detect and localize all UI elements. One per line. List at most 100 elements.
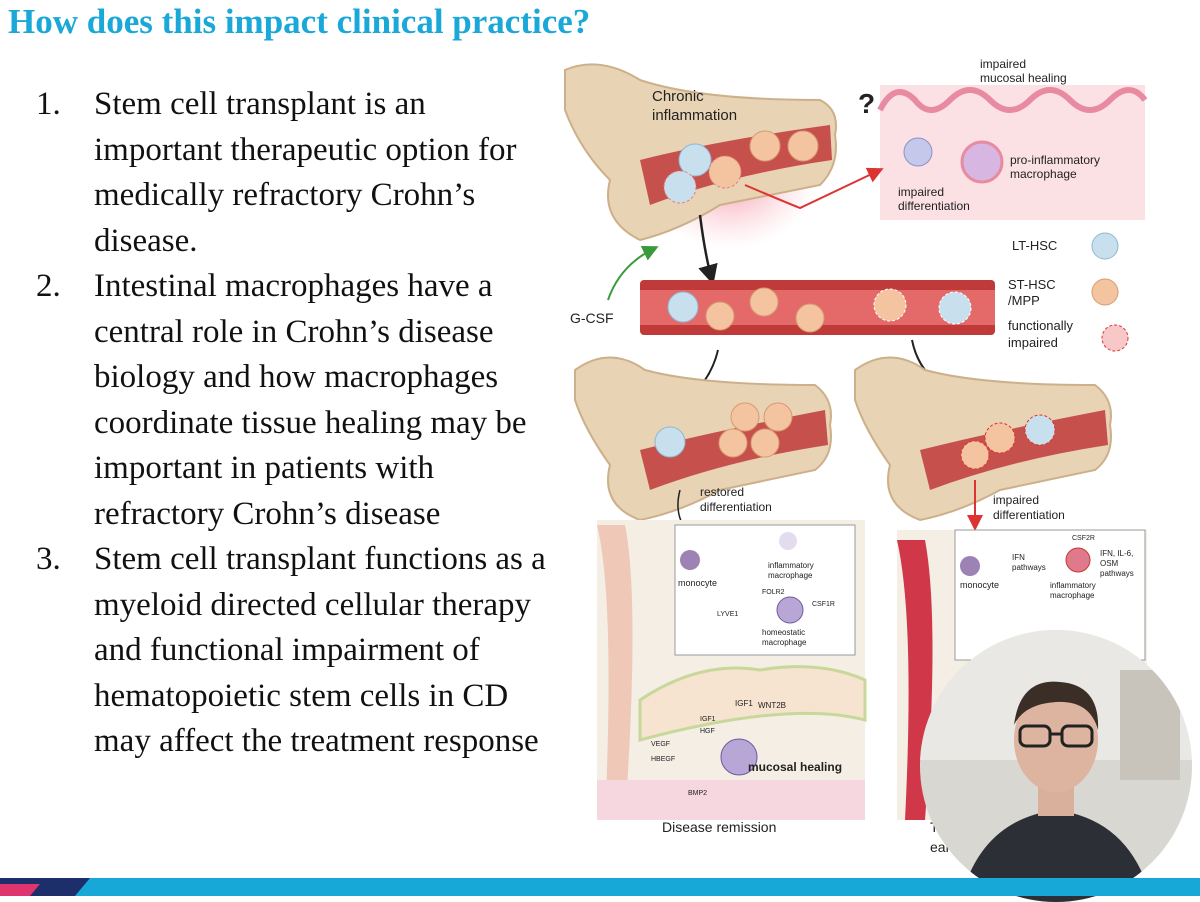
legend-lthsc-swatch — [1091, 232, 1119, 260]
monocyte-cell — [960, 556, 980, 576]
st-hsc-cell — [730, 402, 760, 432]
st-hsc-cell — [749, 287, 779, 317]
homeostatic-macrophage-label: macrophage — [762, 638, 807, 647]
bone-marrow-vessel — [920, 410, 1108, 490]
mucosal-healing-text: mucosal healing — [748, 760, 842, 774]
remission-intestine-panel: monocyte inflammatory macrophage FOLR2 C… — [597, 520, 867, 835]
monocyte-label: monocyte — [678, 578, 717, 588]
impaired-mucosa-panel: impaired mucosal healing pro-inflammator… — [877, 57, 1148, 220]
healing-macrophage-cell — [720, 738, 758, 776]
osm-pathways-label: pathways — [1100, 569, 1134, 578]
point-number: 3. — [36, 541, 61, 577]
healthy-bone — [574, 356, 832, 522]
st-hsc-cell — [718, 428, 748, 458]
impaired-diff-label: impaired — [898, 185, 944, 199]
legend-mpp-label: /MPP — [1008, 293, 1040, 308]
hbegf-label: HBEGF — [651, 756, 675, 763]
ifn-label: IFN — [1012, 553, 1025, 562]
arrow-to-blood — [698, 214, 718, 285]
disease-remission-label: Disease remission — [662, 819, 776, 835]
pro-inflammatory-macrophage — [960, 140, 1004, 184]
bmp2-label: BMP2 — [688, 790, 707, 797]
lt-hsc-cell — [654, 426, 686, 458]
footer-bar — [0, 878, 1200, 896]
differentiation-label: differentiation — [898, 199, 970, 213]
impaired-st-hsc-cell — [984, 422, 1016, 454]
impaired-st-hsc-cell — [708, 155, 742, 189]
restored-differentiation-label: differentiation — [700, 500, 772, 514]
point-text: Stem cell transplant functions as a myel… — [94, 541, 546, 759]
impaired-lt-hsc-cell — [1024, 414, 1056, 446]
inflammatory-macrophage-cell — [1065, 547, 1091, 573]
st-hsc-cell — [705, 301, 735, 331]
point-text: Intestinal macrophages have a central ro… — [94, 268, 527, 532]
presenter-video — [920, 630, 1192, 902]
submucosa — [597, 780, 865, 820]
monocyte-label-2: monocyte — [960, 580, 999, 590]
presenter-image — [920, 630, 1192, 902]
legend-functionally-label: functionally — [1008, 318, 1074, 333]
legend-sthsc-label: ST-HSC — [1008, 277, 1056, 292]
point-number: 2. — [36, 268, 61, 304]
impaired-label: impaired — [980, 57, 1026, 71]
st-hsc-cell — [763, 402, 793, 432]
homeostatic-label: homeostatic — [762, 628, 805, 637]
gcsf-arrow — [607, 246, 659, 301]
crypt-wall — [597, 525, 633, 820]
inflammation-label: inflammation — [652, 107, 737, 124]
csf1r-label: CSF1R — [812, 601, 835, 608]
folr2-label: FOLR2 — [762, 589, 785, 596]
epithelium — [638, 665, 867, 742]
lt-hsc-cell — [678, 143, 712, 177]
wnt2b-label: WNT2B — [758, 701, 786, 710]
footer-teal-band — [0, 878, 1200, 896]
point-text: Stem cell transplant is an important the… — [94, 86, 517, 259]
footer-pink-shape — [0, 884, 40, 896]
blood-vessel — [640, 280, 995, 335]
point-number: 1. — [36, 86, 61, 122]
mucosal-healing-label: mucosal healing — [980, 71, 1067, 85]
point-3: 3. Stem cell transplant functions as a my… — [28, 537, 548, 765]
lt-hsc-cell — [667, 291, 699, 323]
lyve1-label: LYVE1 — [717, 611, 738, 618]
monocyte-cell — [903, 137, 933, 167]
inflammatory-macrophage-cell — [779, 532, 797, 550]
point-1: 1. Stem cell transplant is an important t… — [28, 82, 548, 264]
differentiation-box — [674, 524, 856, 656]
csf2r-label: CSF2R — [1072, 535, 1095, 542]
chronic-label: Chronic — [652, 88, 704, 105]
legend-impaired-swatch — [1101, 324, 1129, 352]
impaired-lt-hsc-cell — [663, 170, 697, 204]
st-hsc-cell — [787, 130, 819, 162]
mucosa-villi — [877, 87, 1148, 113]
igf1-label-2: IGF1 — [700, 716, 716, 723]
osm-label: OSM — [1100, 559, 1119, 568]
vegf-label: VEGF — [651, 741, 670, 748]
inflammatory-label-2: inflammatory — [1050, 581, 1096, 590]
ifn-il6-label: IFN, IL-6, — [1100, 549, 1133, 558]
legend-lthsc-label: LT-HSC — [1012, 238, 1057, 253]
legend-impaired-label: impaired — [1008, 335, 1058, 350]
monocyte-cell — [680, 550, 700, 570]
impaired-differentiation-label-2: differentiation — [993, 508, 1065, 522]
impaired-lt-hsc-cell — [938, 291, 972, 325]
slide-title: How does this impact clinical practice? — [8, 2, 591, 41]
hgf-label: HGF — [700, 728, 715, 735]
inflammatory-label: inflammatory — [768, 561, 814, 570]
impaired-bone — [854, 356, 1112, 522]
homeostatic-macrophage-cell — [776, 596, 804, 624]
st-hsc-cell — [749, 130, 781, 162]
igf1-label: IGF1 — [735, 699, 753, 708]
inflamed-bone: Chronic inflammation — [564, 63, 837, 250]
inflammatory-macrophage-label: macrophage — [768, 571, 813, 580]
ifn-pathways-label: pathways — [1012, 563, 1046, 572]
legend-sthsc-swatch — [1091, 278, 1119, 306]
inflammatory-macrophage-label-2: macrophage — [1050, 591, 1095, 600]
st-hsc-cell — [750, 428, 780, 458]
pro-inflammatory-label: pro-inflammatory — [1010, 153, 1100, 167]
gcsf-label: G-CSF — [570, 310, 614, 326]
legend: LT-HSC ST-HSC /MPP functionally impaired — [1008, 232, 1129, 352]
key-points-list: 1. Stem cell transplant is an important t… — [28, 82, 548, 765]
question-mark: ? — [858, 88, 875, 119]
point-2: 2. Intestinal macrophages have a central … — [28, 264, 548, 537]
